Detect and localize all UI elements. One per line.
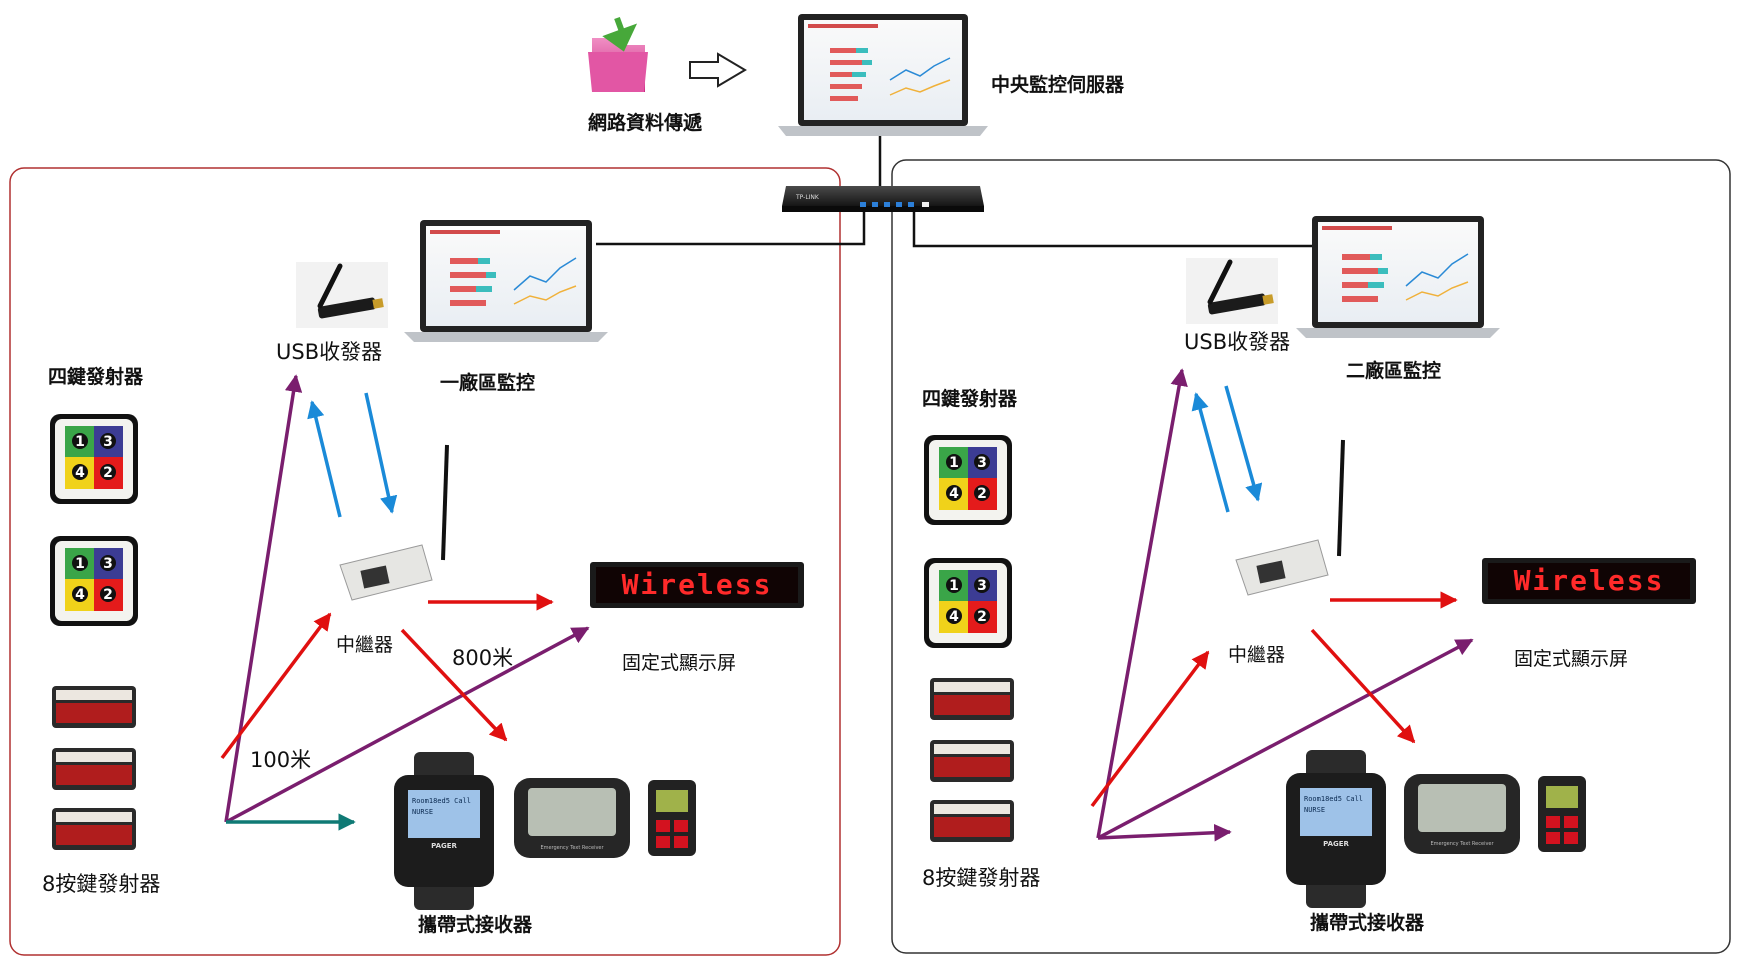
zone-1-key-2a: 2	[103, 465, 113, 481]
zone-2-usb-transceiver-icon	[1186, 258, 1278, 324]
zone-1-arrow-repeater-to-receivers	[400, 628, 508, 742]
zone-2-key-2b: 2	[977, 609, 987, 625]
zone-1-frame	[9, 167, 841, 956]
zone-2-key-1a: 1	[949, 455, 959, 471]
zone-1-key-1b: 1	[75, 556, 85, 572]
zone-1-four-key-transmitter-2	[50, 536, 138, 626]
zone-1-display-label: 固定式顯示屏	[622, 652, 737, 674]
zone-2-four-key-label: 四鍵發射器	[922, 388, 1018, 410]
zone-2-usb-label: USB收發器	[1184, 330, 1291, 354]
zone-2-text-receiver-icon: Emergency Text Receiver	[1404, 774, 1520, 854]
zone-1-range-100: 100米	[250, 748, 312, 772]
zone-1-key-4a: 4	[75, 465, 85, 481]
zone-1-four-key-label: 四鍵發射器	[48, 366, 144, 388]
zone-2-repeater-label: 中繼器	[1228, 644, 1286, 666]
zone-2-signal-arrows	[1090, 368, 1474, 842]
zone-1-usb-transceiver-icon	[296, 262, 388, 328]
zone-1-receiver-brand: Emergency Text Receiver	[540, 845, 604, 851]
zone-1-signal-arrows	[220, 374, 590, 831]
zone-1-eight-key-transmitter-3	[52, 808, 136, 850]
zone-2-eight-key-transmitter-3	[930, 800, 1014, 842]
zone-1-key-4b: 4	[75, 587, 85, 603]
zone-1-arrow-repeater-to-usb	[307, 400, 342, 518]
zone-2-key-4b: 4	[949, 609, 959, 625]
zone-1-key-3a: 3	[103, 434, 113, 450]
zone-2-key-4a: 4	[949, 486, 959, 502]
zone-1-arrow-tx-to-repeater	[220, 612, 332, 760]
zone-2-monitor-label: 二廠區監控	[1346, 360, 1442, 382]
zone-2-pager-brand: PAGER	[1323, 840, 1349, 848]
router-brand: TP-LINK	[795, 194, 820, 201]
zone-2-arrow-tx-to-repeater	[1090, 650, 1210, 808]
zone-2-led-display-icon: Wireless	[1482, 558, 1696, 604]
transfer-arrow-icon	[689, 52, 747, 88]
zone-2-watch-line-2: NURSE	[1304, 806, 1325, 814]
zone-2-portable-label: 攜帶式接收器	[1310, 912, 1425, 934]
zone-2-arrow-repeater-to-usb	[1191, 392, 1230, 513]
network-transfer-label: 網路資料傳遞	[588, 112, 703, 134]
zone-1-key-1a: 1	[75, 434, 85, 450]
zone-1-monitor-label: 一廠區監控	[440, 372, 536, 394]
zone-2-key-3a: 3	[977, 455, 987, 471]
zone-2-arrow-repeater-to-receivers	[1310, 628, 1416, 744]
zone-2-watch-line-1: Room18ed5 Call	[1304, 795, 1363, 803]
zone-2-arrow-tx-to-display	[1097, 638, 1474, 840]
central-server-laptop-icon	[778, 14, 988, 136]
zone-2-eight-key-transmitter-1	[930, 678, 1014, 720]
zone-2-key-1b: 1	[949, 578, 959, 594]
zone-1-watch-line-1: Room18ed5 Call	[412, 797, 471, 805]
zone-2-display-label: 固定式顯示屏	[1514, 648, 1629, 670]
zone-1-eight-key-label: 8按鍵發射器	[42, 872, 161, 896]
zone-2-repeater-icon	[1235, 439, 1345, 596]
zone-1-watch-line-2: NURSE	[412, 808, 433, 816]
zone-2-four-key-transmitter-2	[924, 558, 1012, 648]
zone-2-eight-key-transmitter-2	[930, 740, 1014, 782]
zone-2-key-2a: 2	[977, 486, 987, 502]
zone-1-wrist-pager-icon: Room18ed5 Call NURSE PAGER	[394, 752, 494, 910]
zone-2-four-key-transmitter-1	[924, 435, 1012, 525]
zone-1-key-2b: 2	[103, 587, 113, 603]
zone-2-led-text: Wireless	[1514, 564, 1665, 597]
zone-2-monitor-laptop-icon	[1296, 216, 1500, 338]
zone-1-pager-brand: PAGER	[431, 842, 457, 850]
zone-1-eight-key-transmitter-1	[52, 686, 136, 728]
central-server-label: 中央監控伺服器	[991, 74, 1125, 96]
router-zone1-cable	[596, 212, 866, 246]
zone-1-led-display-icon: Wireless	[590, 562, 804, 608]
zone-1-eight-key-transmitter-2	[52, 748, 136, 790]
router-zone2-cable	[912, 212, 1312, 248]
zone-1-repeater-icon	[339, 444, 449, 601]
zone-1-repeater-label: 中繼器	[336, 634, 394, 656]
network-switch-icon: TP-LINK	[782, 186, 984, 212]
zone-1-portable-label: 攜帶式接收器	[418, 914, 533, 936]
zone-1-usb-label: USB收發器	[276, 340, 383, 364]
zone-1-mini-pager-icon	[648, 780, 696, 856]
zone-2-receiver-brand: Emergency Text Receiver	[1430, 841, 1494, 847]
zone-2-eight-key-label: 8按鍵發射器	[922, 866, 1041, 890]
zone-1-key-3b: 3	[103, 556, 113, 572]
zone-1-four-key-transmitter-1	[50, 414, 138, 504]
zone-1-arrow-tx-to-usb	[224, 374, 303, 823]
network-folder-icon	[588, 16, 648, 92]
zone-1-arrow-tx-to-display	[225, 626, 590, 824]
zone-2-arrow-usb-to-repeater	[1224, 385, 1263, 502]
zone-2-wrist-pager-icon: Room18ed5 Call NURSE PAGER	[1286, 750, 1386, 908]
zone-2-mini-pager-icon	[1538, 776, 1586, 852]
zone-1-led-text: Wireless	[622, 568, 773, 601]
zone-2-arrow-tx-to-usb	[1096, 368, 1188, 839]
zone-2-arrow-tx-to-receivers	[1097, 823, 1232, 842]
zone-1-text-receiver-icon: Emergency Text Receiver	[514, 778, 630, 858]
zone-2-frame	[891, 159, 1731, 954]
zone-2-key-3b: 3	[977, 578, 987, 594]
zone-1-range-800: 800米	[452, 646, 514, 670]
zone-1-arrow-usb-to-repeater	[364, 392, 398, 514]
zone-1-monitor-laptop-icon	[404, 220, 608, 342]
